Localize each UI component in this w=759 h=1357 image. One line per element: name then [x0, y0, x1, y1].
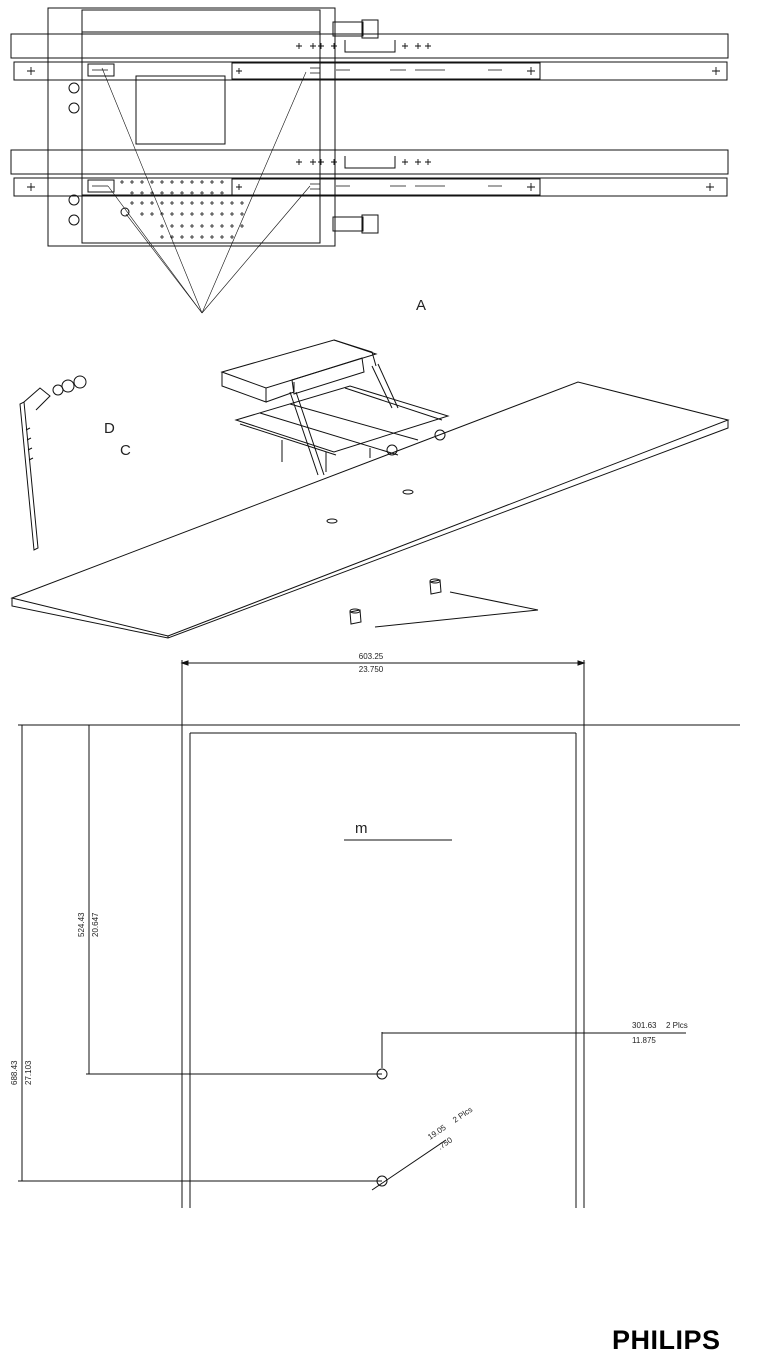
callout-c-label: C — [120, 442, 131, 459]
height-mm-label: 688.43 — [10, 1060, 19, 1085]
offset-in-label: 11.875 — [632, 1036, 656, 1045]
philips-logo: PHILIPS — [612, 1325, 759, 1356]
offset-mm-label: 301.63 — [632, 1021, 657, 1030]
isometric-view — [12, 340, 728, 638]
inner-height-mm-label: 524.43 — [77, 912, 86, 937]
height-in-label: 27.103 — [24, 1060, 33, 1085]
hole-note-label: 2 Plcs — [451, 1105, 474, 1125]
width-mm-label: 603.25 — [359, 652, 384, 661]
callout-a-label: A — [416, 297, 426, 314]
callout-d-label: D — [104, 420, 115, 437]
offset-note-label: 2 Plcs — [666, 1021, 688, 1030]
inner-height-in-label: 20.647 — [91, 912, 100, 937]
dimension-view — [18, 660, 740, 1208]
width-in-label: 23.750 — [359, 665, 384, 674]
callout-m-label: m — [355, 820, 368, 837]
top-view-bracket — [11, 8, 728, 313]
antenna-part — [20, 376, 86, 550]
hole-in-label: .750 — [436, 1135, 454, 1151]
